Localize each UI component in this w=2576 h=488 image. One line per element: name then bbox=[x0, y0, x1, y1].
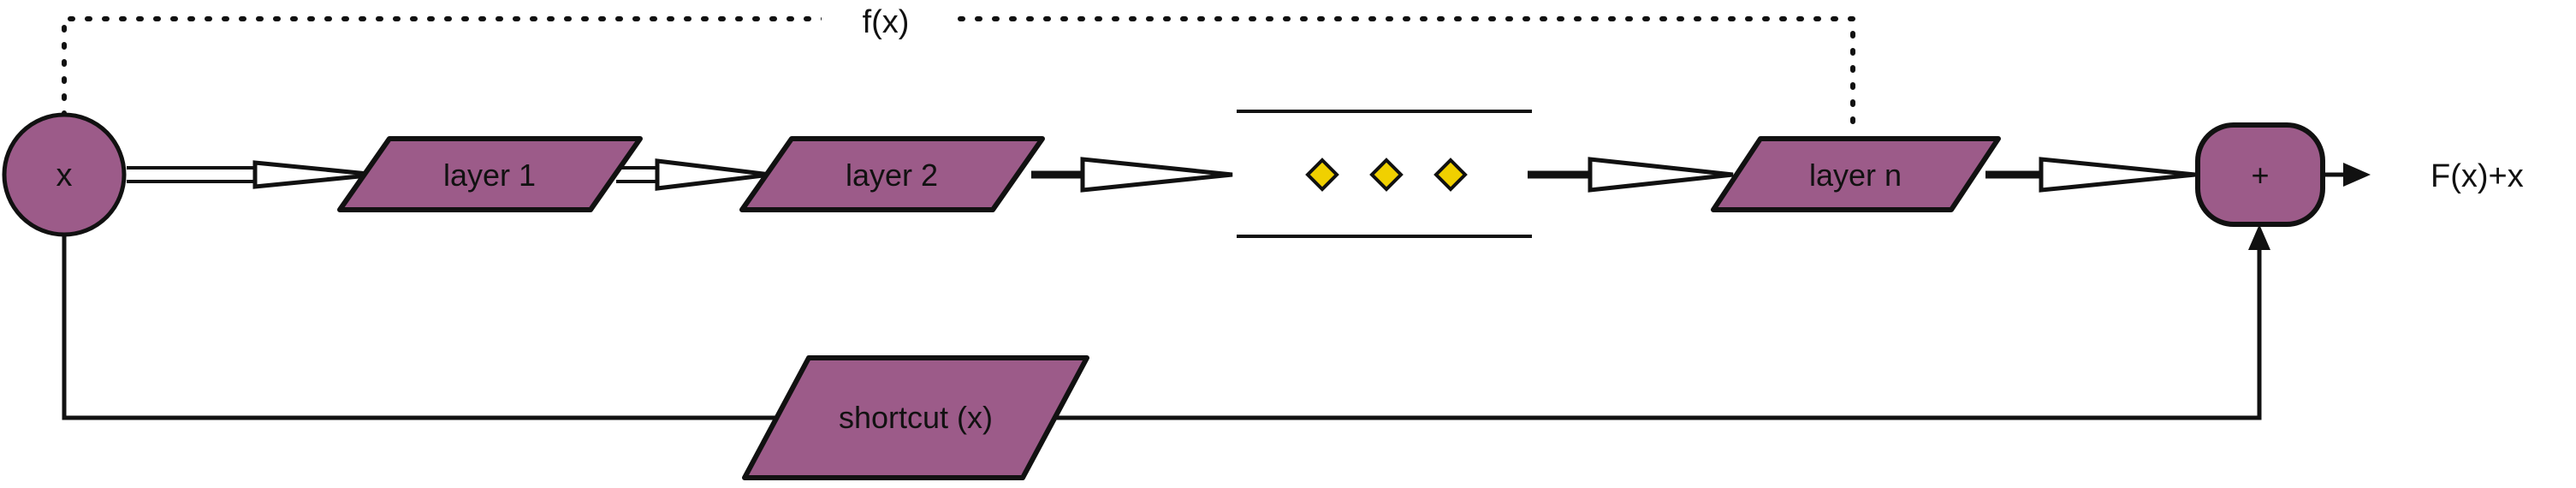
arrow-layer2-to-ellipsis bbox=[1080, 157, 1233, 193]
input-node bbox=[2, 112, 127, 237]
residual-path-dotted bbox=[62, 16, 1855, 152]
layer-1-label: layer 1 bbox=[443, 158, 536, 193]
arrow-layern-to-sum bbox=[2039, 157, 2196, 193]
layer-n-node bbox=[1711, 136, 2001, 212]
ellipsis-markers bbox=[1305, 158, 1468, 192]
layer-1-node bbox=[337, 136, 643, 212]
layer-2-node bbox=[739, 136, 1045, 212]
ellipsis-diamond-marker bbox=[1369, 158, 1404, 192]
output-arrowhead bbox=[2343, 163, 2371, 187]
arrow-input-to-layer1 bbox=[252, 160, 377, 189]
shortcut-path bbox=[62, 224, 2262, 420]
sum-node bbox=[2195, 122, 2325, 227]
shortcut-node bbox=[742, 355, 1089, 480]
layer-2-label: layer 2 bbox=[846, 158, 938, 193]
output-label: F(x)+x bbox=[2431, 158, 2524, 194]
residual-label-bg bbox=[822, 0, 950, 41]
shortcut-arrowhead bbox=[2248, 224, 2270, 250]
layer-n-label: layer n bbox=[1809, 158, 1902, 193]
arrow-layer1-to-layer2 bbox=[655, 158, 771, 191]
ellipsis-diamond-marker bbox=[1433, 158, 1468, 192]
input-node-label: x bbox=[56, 158, 73, 193]
shortcut-node-label: shortcut (x) bbox=[839, 400, 993, 435]
residual-label: f(x) bbox=[863, 4, 910, 40]
sum-node-label: + bbox=[2251, 158, 2269, 193]
arrow-ellipsis-to-layern bbox=[1588, 157, 1734, 193]
ellipsis-diamond-marker bbox=[1305, 158, 1339, 192]
